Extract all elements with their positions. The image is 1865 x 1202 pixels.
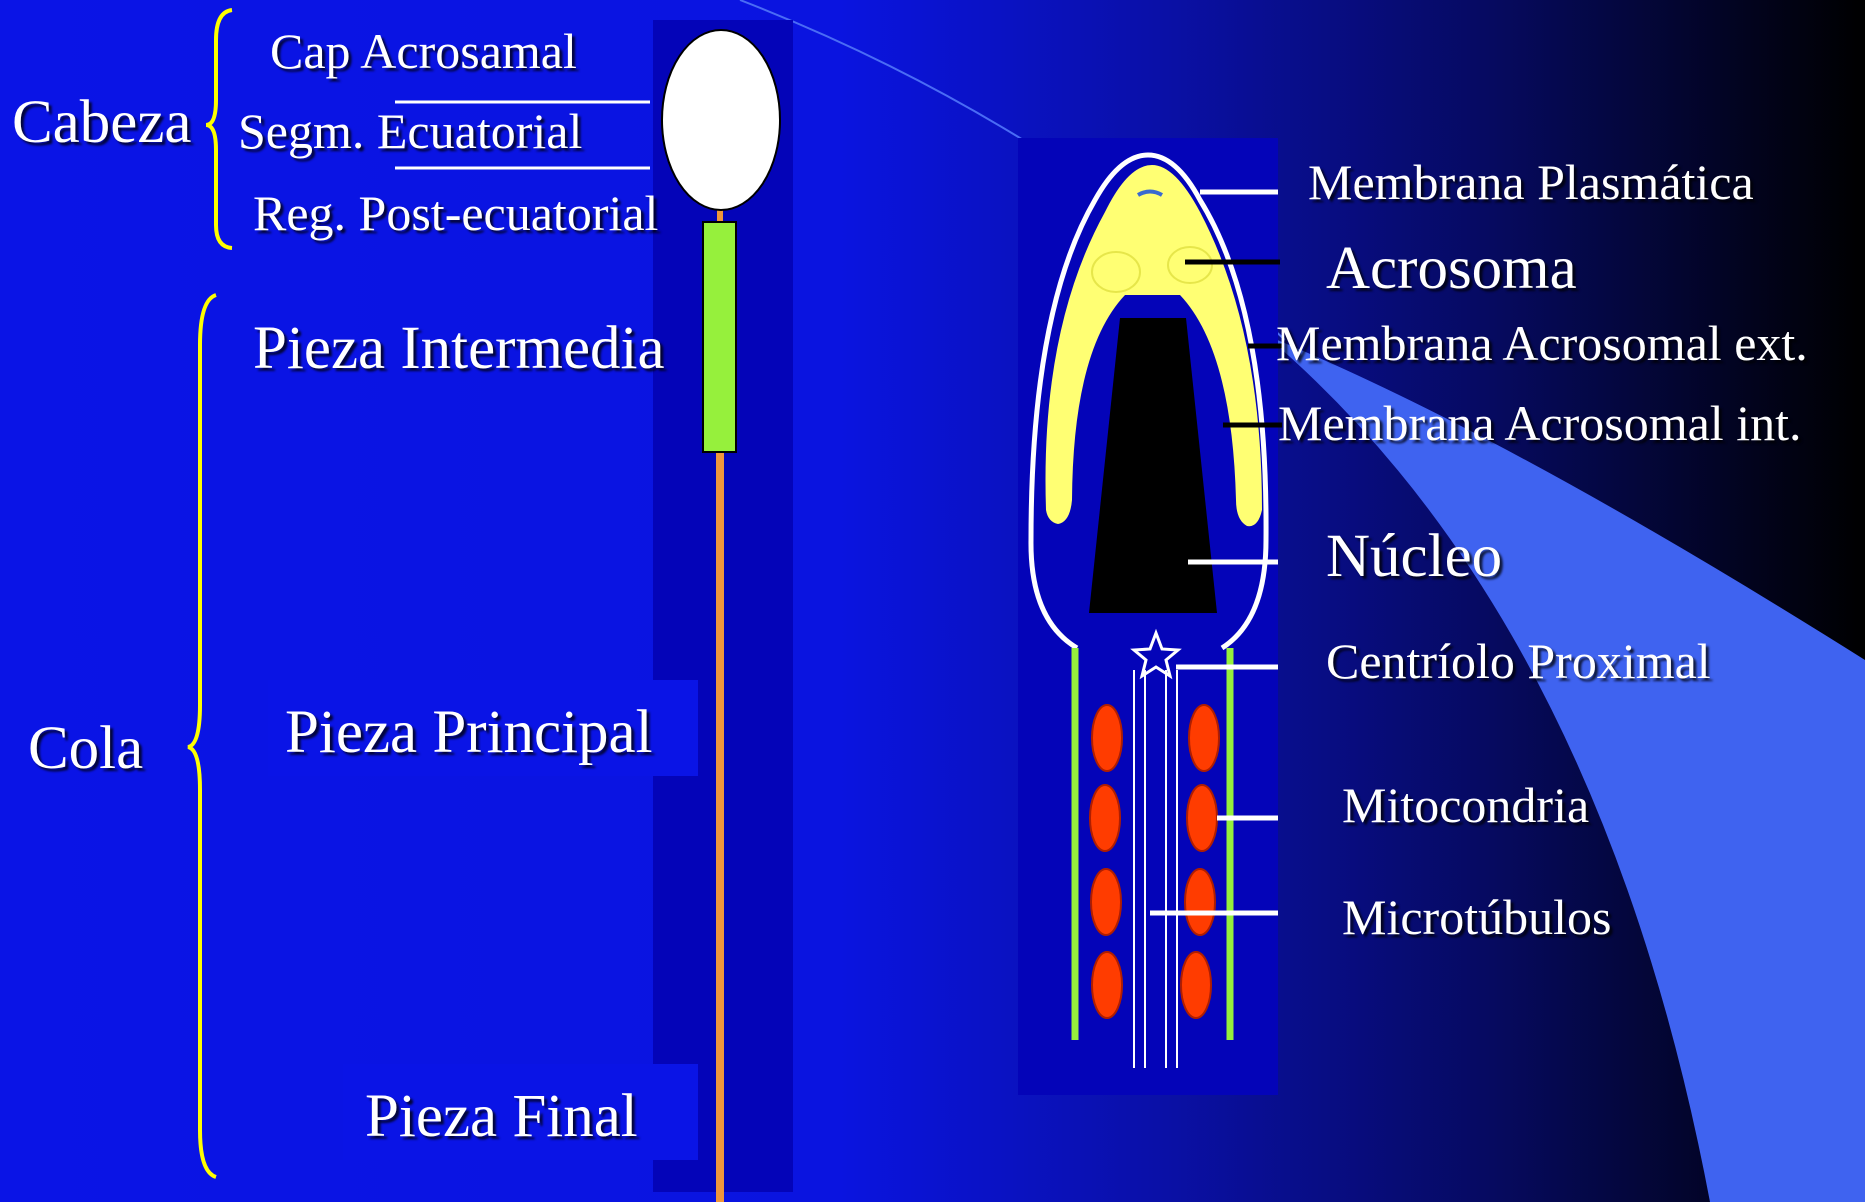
sperm-head (662, 30, 780, 210)
label-nucleo: Núcleo (1326, 526, 1502, 587)
label-cola: Cola (28, 718, 143, 779)
label-pieza-principal: Pieza Principal (285, 702, 653, 763)
label-segm-ecuatorial: Segm. Ecuatorial (238, 106, 582, 156)
label-cabeza: Cabeza (12, 92, 192, 153)
label-membrana-acrosomal-ext: Membrana Acrosomal ext. (1276, 318, 1808, 368)
acrosome-lobe-right (1168, 247, 1212, 283)
midpiece (703, 222, 736, 452)
label-mitocondria: Mitocondria (1342, 780, 1589, 830)
label-centriolo-proximal: Centríolo Proximal (1326, 636, 1711, 686)
label-reg-post-ecuatorial: Reg. Post-ecuatorial (253, 188, 658, 238)
label-pieza-intermedia: Pieza Intermedia (253, 318, 665, 379)
label-membrana-plasmatica: Membrana Plasmática (1308, 157, 1754, 207)
label-acrosoma: Acrosoma (1326, 238, 1577, 299)
label-membrana-acrosomal-int: Membrana Acrosomal int. (1278, 398, 1802, 448)
label-cap-acrosamal: Cap Acrosamal (270, 26, 577, 76)
acrosome-lobe-left (1092, 252, 1140, 292)
label-microtubulos: Microtúbulos (1342, 892, 1611, 942)
label-pieza-final: Pieza Final (365, 1086, 638, 1147)
